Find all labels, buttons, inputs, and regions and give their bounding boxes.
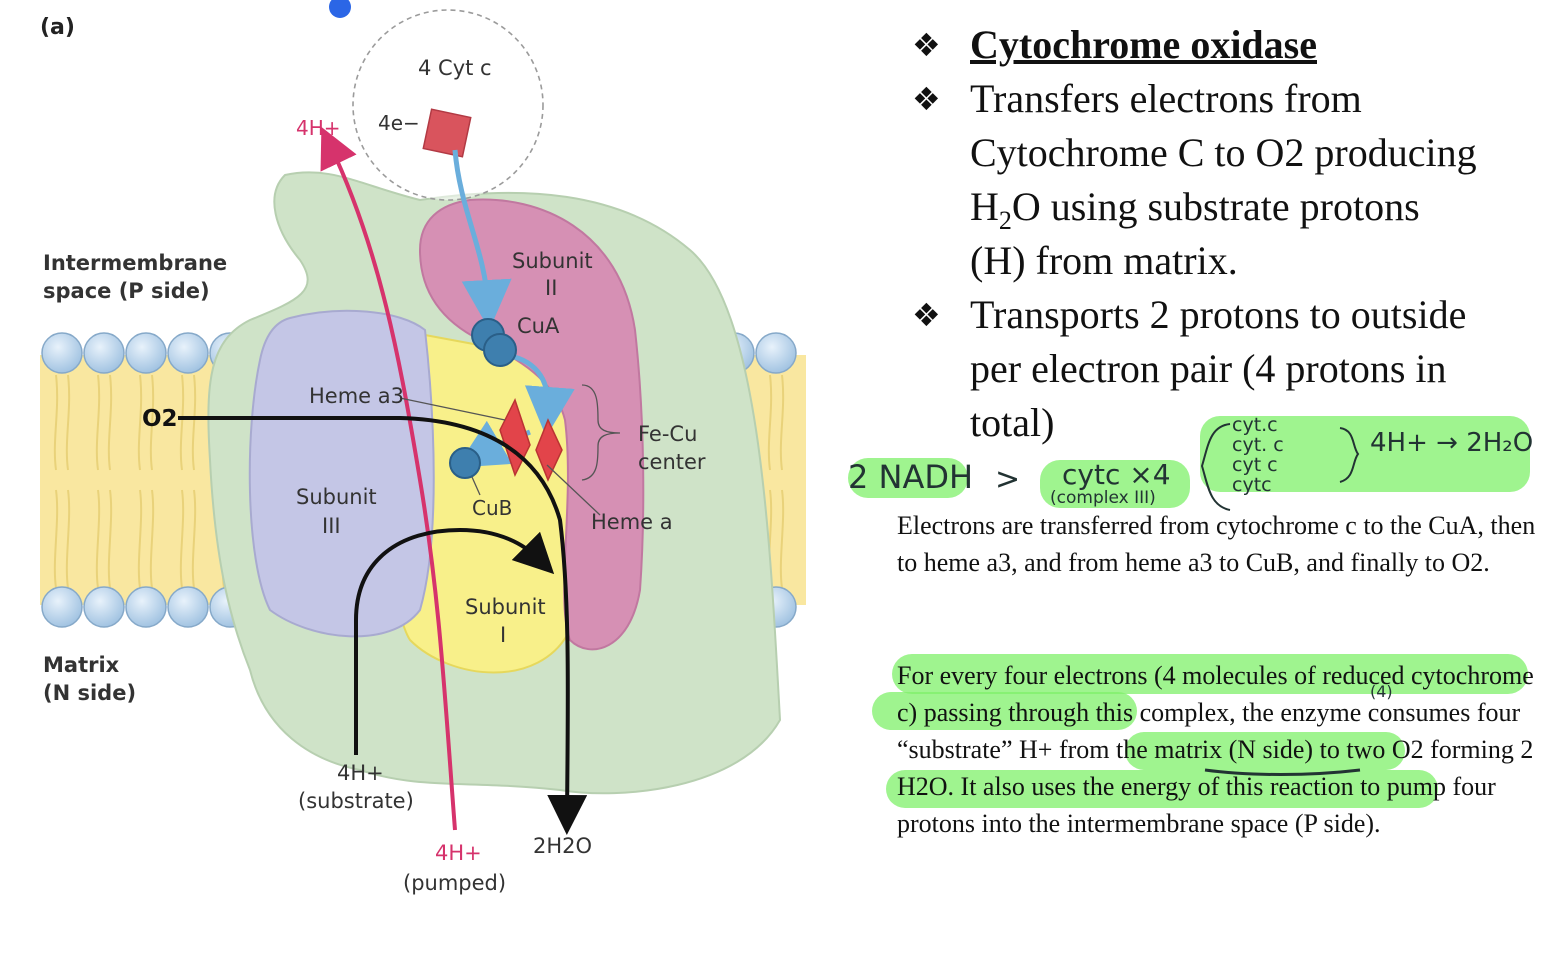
heme-a-leader [546, 464, 601, 516]
bullet-2-text: Transports 2 protons to outside per elec… [970, 292, 1467, 445]
heme-a-label: Heme a [591, 510, 673, 534]
cu-a-center-2 [483, 333, 517, 367]
electron-arrow-1 [452, 149, 512, 330]
water-label: 2H2O [533, 834, 592, 858]
subunit-iii-label: Subunit [296, 485, 377, 509]
heme-a3-leader [399, 397, 506, 421]
handwritten-cyt-3: cyt c [1232, 454, 1278, 476]
matrix-label: Matrix [43, 653, 120, 677]
oxygen-to-water-arrow [178, 416, 588, 835]
cyt-c-circle [352, 9, 544, 201]
bullet-2: ❖ Transports 2 protons to outside per el… [912, 288, 1552, 450]
handwritten-nadh: 2 NADH [848, 458, 974, 496]
section-title: Cytochrome oxidase [970, 22, 1317, 67]
cursor-dot [329, 0, 351, 18]
handwritten-result: 4H+ → 2H₂O [1370, 428, 1534, 458]
intermembrane-label: Intermembrane [43, 251, 227, 275]
cu-b-label: CuB [472, 496, 512, 520]
handwritten-four-mark: (4) [1370, 682, 1393, 701]
bullet-list: ❖ Cytochrome oxidase ❖ Transfers electro… [912, 18, 1552, 450]
handwritten-cyt-2: cyt. c [1232, 434, 1284, 456]
subunit-i-number: I [500, 623, 506, 647]
highlight-line-2 [872, 692, 1137, 730]
center-label: center [638, 450, 706, 474]
heme-a-shape [535, 418, 563, 482]
fe-cu-label: Fe-Cu [638, 422, 697, 446]
bullet-1: ❖ Transfers electrons from Cytochrome C … [912, 72, 1552, 288]
diamond-bullet-icon: ❖ [912, 80, 941, 118]
subunit-ii-number: II [545, 276, 557, 300]
substrate-proton-arrow [354, 527, 555, 755]
heme-a3-label: Heme a3 [309, 384, 404, 408]
diamond-bullet-icon: ❖ [912, 26, 941, 64]
handwritten-arrow: > [995, 462, 1021, 497]
cu-b-leader [471, 476, 481, 496]
four-h-top-label: 4H+ [296, 116, 341, 140]
pumped-proton-arrow [320, 126, 457, 831]
cu-b-center [449, 447, 481, 479]
handwritten-cytc: cytc ×4 [1062, 458, 1171, 491]
cu-a-label: CuA [517, 314, 560, 338]
n-side-label: (N side) [43, 681, 136, 705]
highlight-cytc [1040, 460, 1190, 508]
substrate-h-label: 4H+ [337, 761, 384, 785]
cytochrome-oxidase-diagram: (a) Intermembrane space (P side) Matrix … [40, 0, 806, 895]
subunit-ii-label: Subunit [512, 249, 593, 273]
paragraph-electron-transfer: Electrons are transferred from cytochrom… [897, 511, 1536, 577]
paragraph-proton-pumping: For every four electrons (4 molecules of… [897, 661, 1534, 838]
four-e-label: 4e− [378, 111, 420, 135]
panel-label: (a) [40, 15, 75, 40]
bullet-1-text: Transfers electrons from Cytochrome C to… [970, 76, 1477, 283]
highlight-line-4 [886, 770, 1438, 808]
p-side-label: space (P side) [43, 279, 210, 303]
cyt-c-label: 4 Cyt c [418, 56, 492, 80]
handwritten-cyt-4: cytc [1232, 474, 1272, 496]
diamond-bullet-icon: ❖ [912, 296, 941, 334]
substrate-label: (substrate) [298, 789, 414, 813]
subunit-iii [248, 309, 435, 638]
pumped-h-label: 4H+ [435, 841, 482, 865]
subunit-i-label: Subunit [465, 595, 546, 619]
highlight-line-1 [892, 654, 1528, 694]
highlight-nadh [848, 458, 968, 498]
handwritten-cyt-1: cyt.c [1232, 414, 1278, 436]
handwritten-complex: (complex III) [1050, 488, 1156, 508]
pumped-label: (pumped) [403, 871, 506, 895]
cyt-c-square [422, 108, 472, 158]
subunit-iii-number: III [322, 514, 341, 538]
handwritten-underline [1204, 768, 1361, 776]
handwritten-braces [1200, 423, 1360, 511]
bullet-title: ❖ Cytochrome oxidase [912, 18, 1552, 72]
fe-cu-brace [581, 384, 621, 481]
highlight-line-3 [1125, 732, 1405, 770]
highlight-cyt-list [1200, 416, 1530, 492]
o2-label: O2 [142, 406, 178, 432]
